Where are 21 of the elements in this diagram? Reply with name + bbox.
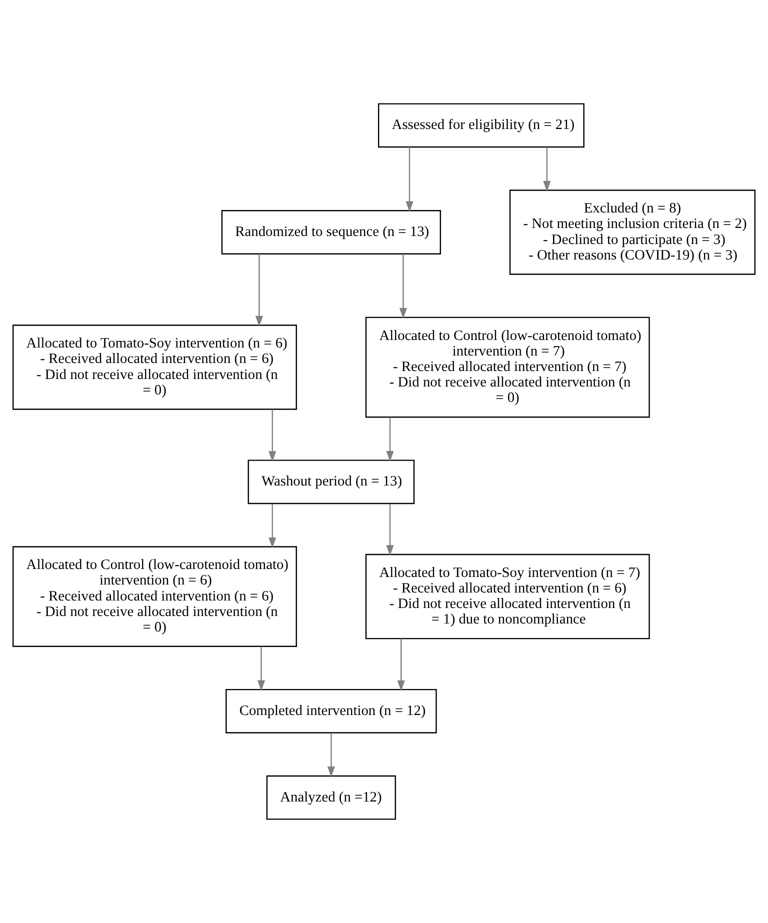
node-box: Assessed for eligibility (n = 21) bbox=[378, 103, 584, 148]
node-box: Allocated to Tomato-Soy intervention (n = 6) - Received allocated intervention (n = 6) - Did not receive allocated intervention (n = 0) bbox=[12, 324, 297, 410]
arrow bbox=[406, 147, 414, 212]
node-box: Randomized to sequence (n = 13) bbox=[221, 210, 442, 254]
arrow bbox=[255, 254, 263, 327]
node-box: Allocated to Control (low-carotenoid tomato) intervention (n = 6) - Received allocated intervention (n = 6) - Did not receive allocated intervention (n = 0) bbox=[12, 546, 297, 647]
node-box: Completed intervention (n = 12) bbox=[226, 688, 437, 734]
arrow bbox=[386, 504, 394, 556]
arrow bbox=[397, 638, 405, 692]
arrow bbox=[268, 504, 276, 548]
node-box: Allocated to Tomato-Soy intervention (n = 7) - Received allocated intervention (n = 6) - Did not receive allocated intervention (n = 1) due to noncompliance bbox=[365, 554, 650, 640]
arrow bbox=[543, 147, 551, 192]
node-box: Excluded (n = 8) - Not meeting inclusion criteria (n = 2) - Declined to participate (n = 3) - Other reasons (COVID-19) (n = 3) bbox=[509, 190, 756, 275]
arrow bbox=[386, 417, 394, 462]
arrow bbox=[268, 409, 276, 462]
arrow bbox=[399, 254, 407, 319]
node-box: Washout period (n = 13) bbox=[248, 460, 415, 504]
arrow bbox=[257, 646, 266, 692]
arrow bbox=[327, 732, 335, 778]
node-box: Allocated to Control (low-carotenoid tomato) intervention (n = 7) - Received allocated intervention (n = 7) - Did not receive allocated intervention (n = 0) bbox=[365, 316, 650, 418]
node-box: Analyzed (n =12) bbox=[266, 775, 396, 820]
